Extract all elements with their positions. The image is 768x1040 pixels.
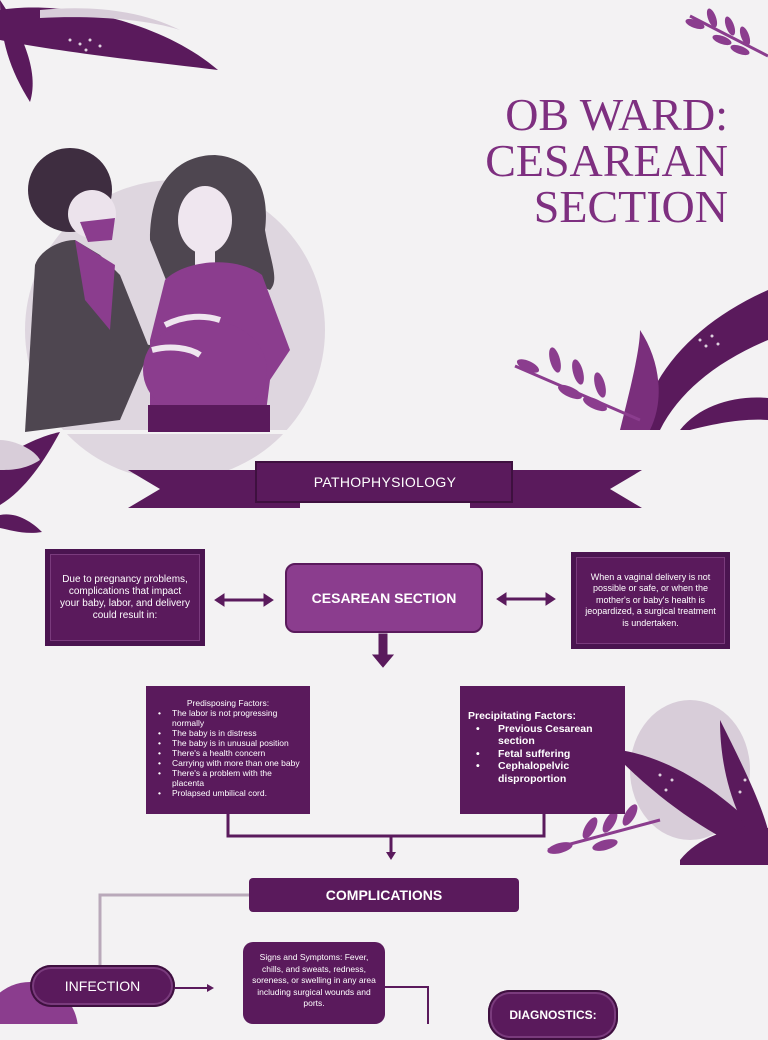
list-item: The baby is in unusual position [158,738,304,748]
list-item: Carrying with more than one baby [158,758,304,768]
pregnancy-problems-text: Due to pregnancy problems, complications… [60,573,190,621]
list-item: Cephalopelvic disproportion [476,760,617,785]
list-item: Previous Cesarean section [476,723,617,748]
complications-box: COMPLICATIONS [249,878,519,912]
page-title: OB WARD: CESAREAN SECTION [485,92,728,230]
cesarean-section-label: CESAREAN SECTION [311,590,457,606]
signs-symptoms-box: Signs and Symptoms: Fever, chills, and s… [243,942,385,1024]
title-line-2: CESAREAN [485,135,728,186]
list-item: There's a health concern [158,748,304,758]
infection-box: INFECTION [30,965,175,1007]
diagnostics-label: DIAGNOSTICS: [509,1008,597,1022]
precipitating-heading: Precipitating Factors: [468,710,576,722]
list-item: Prolapsed umbilical cord. [158,788,304,798]
leaf-icon [0,432,60,533]
pathophysiology-ribbon [128,461,642,508]
complications-label: COMPLICATIONS [325,887,443,903]
banner-label: PATHOPHYSIOLOGY [313,474,457,490]
leaf-icon [685,8,768,58]
title-line-1: OB WARD: [505,89,728,140]
predisposing-factors-box: Predisposing Factors: The labor is not p… [146,686,310,814]
list-item: The baby is in distress [158,728,304,738]
illustration-women [25,148,290,432]
predisposing-heading: Predisposing Factors: [186,698,270,708]
precipitating-factors-box: Precipitating Factors: Previous Cesarean… [460,686,625,814]
cesarean-section-box: CESAREAN SECTION [285,563,483,633]
diagnostics-box: DIAGNOSTICS: [488,990,618,1040]
infection-label: INFECTION [64,978,141,994]
title-line-3: SECTION [533,181,728,232]
pathophysiology-banner: PATHOPHYSIOLOGY [256,462,514,502]
surgical-treatment-box: When a vaginal delivery is not possible … [571,552,730,649]
leaf-icon [0,0,218,102]
list-item: The labor is not progressing normally [158,708,304,728]
list-item: There's a problem with the placenta [158,768,304,788]
signs-symptoms-text: Signs and Symptoms: Fever, chills, and s… [252,952,376,1008]
predisposing-list: The labor is not progressing normally Th… [152,708,304,798]
arrow-icon [214,592,556,668]
surgical-treatment-text: When a vaginal delivery is not possible … [585,571,716,628]
pregnancy-problems-box: Due to pregnancy problems, complications… [45,549,205,646]
leaf-icon [547,700,768,865]
list-item: Fetal suffering [476,748,617,761]
leaf-icon [514,290,768,430]
precipitating-list: Previous Cesarean section Fetal sufferin… [468,723,617,786]
